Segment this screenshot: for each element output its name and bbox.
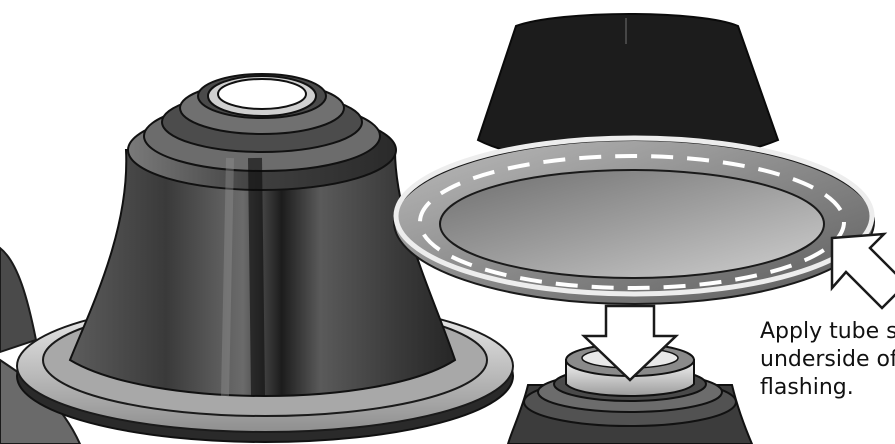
- instruction-caption: Apply tube s underside of flashing.: [760, 319, 895, 400]
- caption-line-2: underside of: [760, 347, 895, 372]
- flashing-inner-recess: [440, 170, 824, 278]
- arrow-up-left-icon: [832, 234, 895, 308]
- boot-flashing-assembly: [394, 14, 874, 304]
- caption-line-3: flashing.: [760, 375, 854, 400]
- cone-top-hole: [218, 79, 306, 109]
- caption-line-1: Apply tube s: [760, 319, 895, 344]
